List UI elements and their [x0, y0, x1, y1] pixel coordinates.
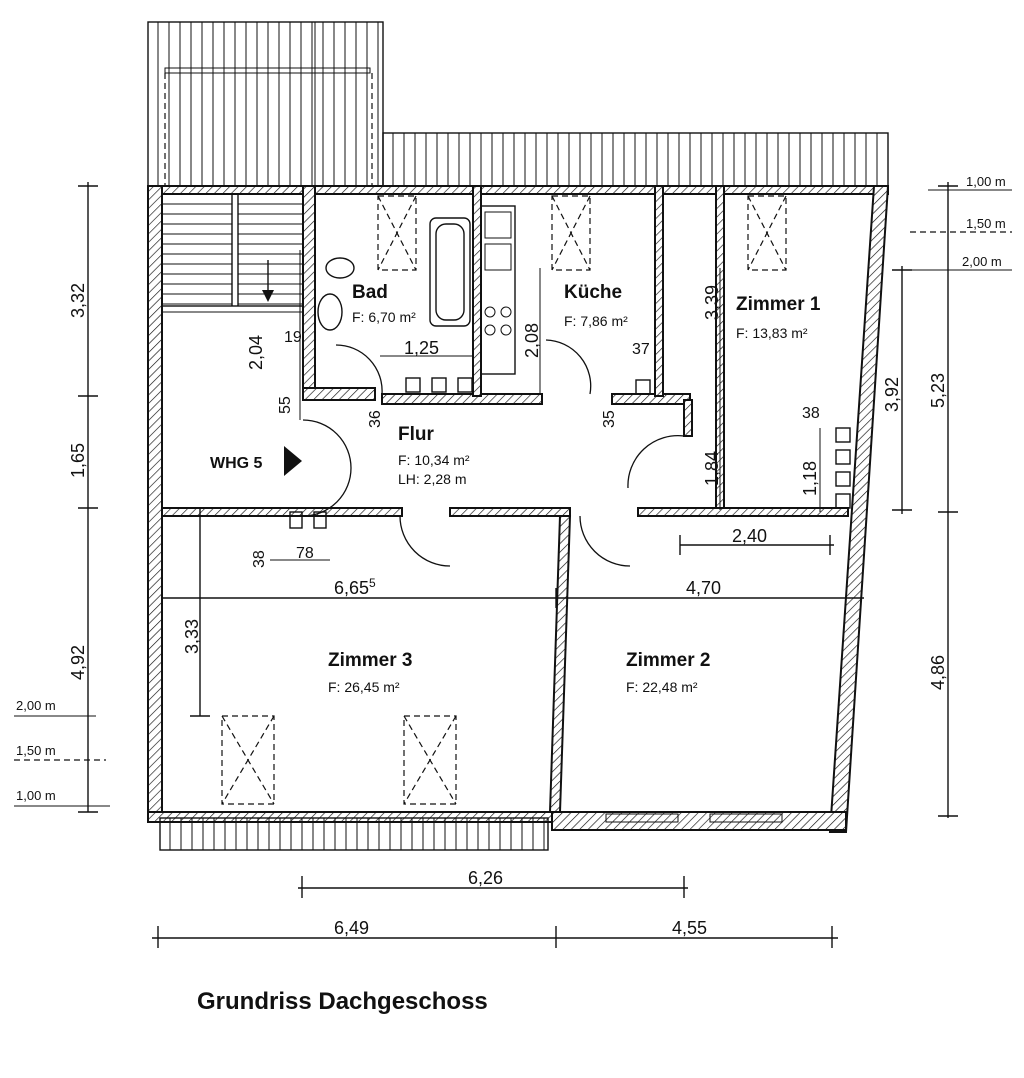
plan-caption: Grundriss Dachgeschoss — [197, 988, 488, 1015]
dim-2-40: 2,40 — [732, 526, 767, 546]
windows-zimmer-2 — [605, 813, 783, 823]
dim-3-39: 3,39 — [702, 285, 722, 320]
level-left-3: 1,00 m — [16, 788, 56, 803]
dim-left-1-65: 1,65 — [68, 443, 88, 478]
dim-6-65: 6,655 — [334, 576, 376, 598]
dim-78: 78 — [296, 545, 314, 562]
dim-2-04: 2,04 — [246, 335, 266, 370]
dim-right-3-92: 3,92 — [882, 377, 902, 412]
dimension-lines — [14, 182, 1012, 948]
dim-36: 36 — [367, 410, 384, 428]
room-zimmer3-area: F: 26,45 m² — [328, 679, 400, 695]
roof-terrace — [147, 21, 889, 188]
level-left-1: 2,00 m — [16, 698, 56, 713]
dim-1-84: 1,84 — [702, 451, 722, 486]
dim-left-3-32: 3,32 — [68, 283, 88, 318]
dim-1-18: 1,18 — [800, 461, 820, 496]
skylight-5 — [403, 715, 457, 805]
room-zimmer3-name: Zimmer 3 — [328, 650, 412, 671]
level-right-3: 2,00 m — [962, 254, 1002, 269]
skylight-3 — [747, 195, 787, 271]
dim-3-33: 3,33 — [182, 619, 202, 654]
skylight-1 — [377, 195, 417, 271]
dim-bottom-6-26: 6,26 — [468, 868, 503, 888]
level-labels-left: 2,00 m 1,50 m 1,00 m — [16, 698, 56, 803]
room-zimmer2-name: Zimmer 2 — [626, 650, 710, 671]
dim-55: 55 — [277, 396, 294, 414]
dim-left-4-92: 4,92 — [68, 645, 88, 680]
room-zimmer1-area: F: 13,83 m² — [736, 325, 808, 341]
room-bad-name: Bad — [352, 282, 388, 303]
room-zimmer2-area: F: 22,48 m² — [626, 679, 698, 695]
room-kueche-name: Küche — [564, 282, 622, 303]
skylight-4 — [221, 715, 275, 805]
skylights — [221, 195, 787, 805]
dim-38-right: 38 — [802, 405, 820, 422]
bath-fixtures — [317, 217, 471, 331]
dimension-labels: 3,32 1,65 4,92 5,23 3,92 4,86 6,26 6,49 … — [68, 283, 948, 938]
dim-right-4-86: 4,86 — [928, 655, 948, 690]
room-flur-height: LH: 2,28 m — [398, 471, 466, 487]
dim-6-65-main: 6,65 — [334, 578, 369, 598]
level-right-1: 1,00 m — [966, 174, 1006, 189]
entrance-arrow-icon — [284, 446, 302, 476]
interior-walls — [161, 185, 851, 813]
dim-4-70: 4,70 — [686, 578, 721, 598]
dim-19: 19 — [284, 329, 302, 346]
room-flur-name: Flur — [398, 424, 434, 445]
room-zimmer1-name: Zimmer 1 — [736, 294, 821, 315]
dim-6-65-superscript: 5 — [369, 576, 376, 590]
level-labels-right: 1,00 m 1,50 m 2,00 m — [962, 174, 1006, 269]
room-bad-area: F: 6,70 m² — [352, 309, 416, 325]
dim-38-left: 38 — [251, 550, 268, 568]
dim-35: 35 — [601, 410, 618, 428]
skylight-2 — [551, 195, 591, 271]
staircase — [161, 193, 304, 307]
dim-1-25: 1,25 — [404, 338, 439, 358]
doors — [302, 339, 685, 567]
room-flur-area: F: 10,34 m² — [398, 452, 470, 468]
level-left-2: 1,50 m — [16, 743, 56, 758]
dim-right-5-23: 5,23 — [928, 373, 948, 408]
room-kueche-area: F: 7,86 m² — [564, 313, 628, 329]
entrance-label: WHG 5 — [210, 455, 263, 472]
level-right-2: 1,50 m — [966, 216, 1006, 231]
kitchen-fixtures — [480, 205, 516, 375]
dim-bottom-4-55: 4,55 — [672, 918, 707, 938]
dim-2-08: 2,08 — [522, 323, 542, 358]
dim-bottom-6-49: 6,49 — [334, 918, 369, 938]
bottom-eaves — [159, 817, 549, 851]
dim-37: 37 — [632, 341, 650, 358]
exterior-walls — [147, 185, 890, 833]
